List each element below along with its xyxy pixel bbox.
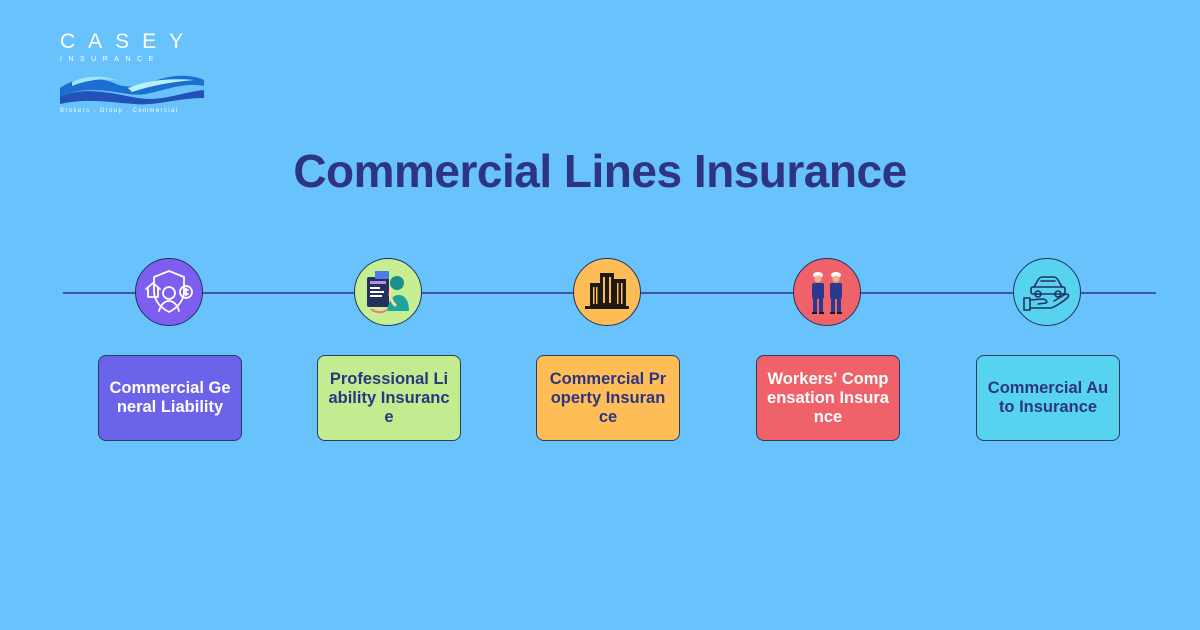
step-card: Commercial General Liability [98, 355, 242, 441]
building-icon [585, 273, 629, 309]
step-label: Workers' Compensation Insurance [767, 369, 889, 426]
icon-circle [793, 258, 861, 326]
wave-icon [60, 75, 204, 105]
liability-shield-icon [145, 270, 193, 313]
icon-circle [135, 258, 203, 326]
logo-tagline: Brokers . Group . Commercial [60, 108, 179, 114]
workers-icon [812, 272, 842, 314]
step-label: Commercial Property Insurance [549, 369, 667, 426]
step-label: Commercial General Liability [109, 379, 231, 416]
step-commercial-general-liability: Commercial General Liability [98, 258, 242, 442]
step-card: Workers' Compensation Insurance [756, 355, 900, 441]
step-label: Commercial Auto Insurance [987, 379, 1109, 416]
step-card: Commercial Auto Insurance [976, 355, 1120, 441]
step-commercial-property: Commercial Property Insurance [536, 258, 680, 442]
step-card: Professional Liability Insurance [317, 355, 461, 441]
car-in-hand-icon [1023, 276, 1070, 311]
page-title: Commercial Lines Insurance [293, 145, 907, 197]
icon-circle [354, 258, 422, 326]
step-label: Professional Liability Insurance [328, 369, 450, 426]
step-professional-liability: Professional Liability Insurance [317, 258, 461, 442]
step-workers-compensation: Workers' Compensation Insurance [756, 258, 900, 442]
step-commercial-auto: Commercial Auto Insurance [976, 258, 1120, 442]
casey-insurance-logo: CASEY INSURANCE Brokers . Group . Commer… [58, 30, 208, 120]
logo-name: CASEY [60, 30, 197, 53]
logo-subtitle: INSURANCE [60, 56, 160, 63]
professional-worker-icon [367, 271, 409, 314]
step-card: Commercial Property Insurance [536, 355, 680, 441]
icon-circle [573, 258, 641, 326]
icon-circle [1013, 258, 1081, 326]
